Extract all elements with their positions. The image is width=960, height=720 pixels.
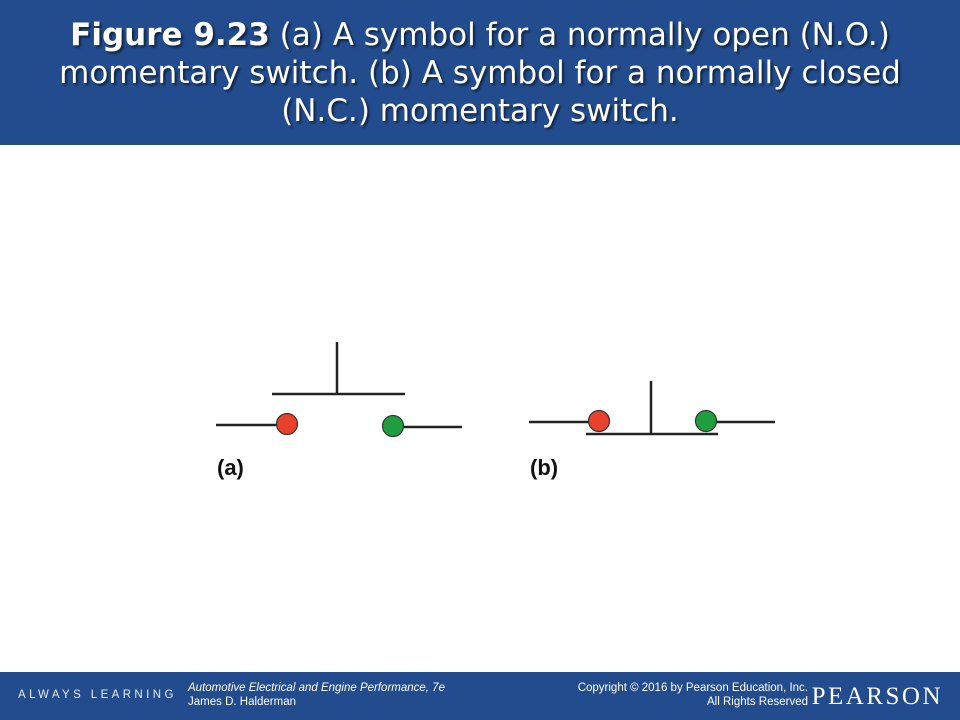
no-right-contact xyxy=(381,414,405,438)
always-learning-tagline: ALWAYS LEARNING xyxy=(18,689,177,701)
panel-label-a: (a) xyxy=(217,455,244,480)
figure-caption: (a) A symbol for a normally open (N.O.) … xyxy=(59,16,901,129)
panel-label-b: (b) xyxy=(530,455,558,480)
switch-symbols-diagram: (a) (b) xyxy=(216,342,775,480)
pearson-logo: PEARSON xyxy=(811,683,943,710)
no-switch-symbol: (a) xyxy=(216,342,462,480)
nc-switch-symbol: (b) xyxy=(529,381,775,480)
figure-number: Figure 9.23 xyxy=(70,16,270,53)
book-author: James D. Halderman xyxy=(188,696,297,708)
slide-title: Figure 9.23 (a) A symbol for a normally … xyxy=(30,16,930,130)
nc-left-contact xyxy=(587,409,611,433)
no-left-contact xyxy=(275,412,299,436)
copyright-notice: Copyright © 2016 by Pearson Education, I… xyxy=(578,681,808,709)
nc-right-contact xyxy=(694,409,718,433)
rights-line: All Rights Reserved xyxy=(707,696,808,708)
copyright-line: Copyright © 2016 by Pearson Education, I… xyxy=(577,682,808,694)
figure-area: (a) (b) xyxy=(0,145,960,672)
book-title: Automotive Electrical and Engine Perform… xyxy=(188,682,445,694)
book-info: Automotive Electrical and Engine Perform… xyxy=(188,681,445,709)
title-bar: Figure 9.23 (a) A symbol for a normally … xyxy=(0,0,960,145)
footer-bar: ALWAYS LEARNING Automotive Electrical an… xyxy=(0,672,960,720)
